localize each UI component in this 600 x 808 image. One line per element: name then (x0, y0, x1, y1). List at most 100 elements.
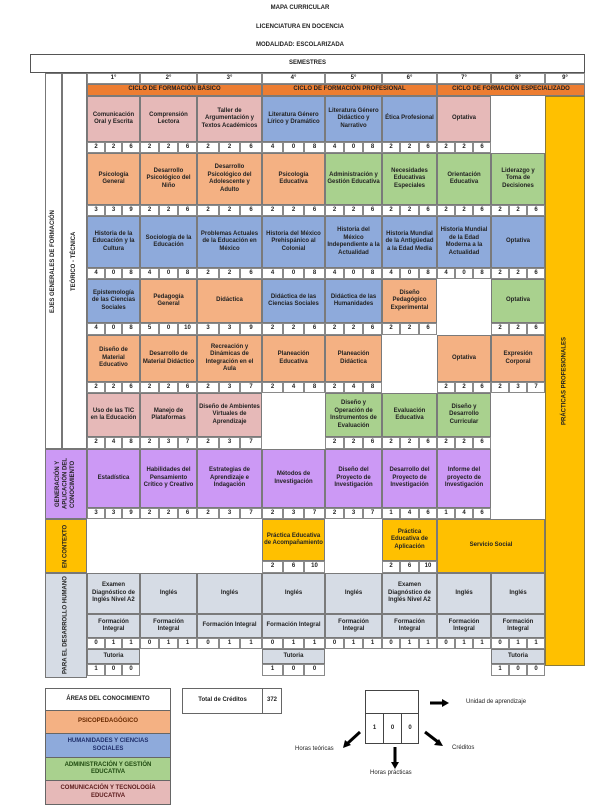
english-course: Examen Diagnóstico de Inglés Nivel A2 (87, 573, 140, 614)
practice-hours: 2 (159, 508, 178, 519)
practice-hours: 1 (455, 638, 473, 649)
theory-hours: 3 (87, 508, 105, 519)
theory-hours: 2 (325, 323, 344, 335)
example-unit-box: 1 0 0 (365, 690, 419, 744)
theory-hours: 1 (491, 664, 509, 676)
theory-hours: 2 (325, 205, 344, 216)
semester-9: 9° (545, 73, 585, 84)
credits: 1 (304, 638, 325, 649)
credits: 6 (473, 205, 491, 216)
english-course: Inglés (437, 573, 491, 614)
credits: 8 (122, 437, 140, 449)
credits: 6 (363, 437, 382, 449)
practice-hours: 2 (219, 205, 240, 216)
theory-hours: 2 (87, 382, 105, 393)
course-cell: Pedagogía General (140, 279, 197, 323)
arrow-right-icon (430, 699, 449, 707)
practice-hours: 0 (159, 268, 178, 279)
arrow-down-right-icon (424, 730, 443, 746)
formacion-integral: Formación Integral (87, 614, 140, 638)
credits: 6 (473, 382, 491, 393)
theory-hours: 4 (262, 268, 283, 279)
practice-hours: 2 (344, 205, 363, 216)
course-cell: Manejo de Plataformas (140, 393, 197, 437)
semester-8: 8° (491, 73, 545, 84)
course-cell: Literatura Género Lírico y Dramático (262, 96, 325, 142)
theory-hours: 5 (140, 323, 159, 335)
theory-hours: 2 (140, 508, 159, 519)
total-credits-label: Total de Créditos (183, 689, 263, 713)
credits: 6 (178, 205, 197, 216)
practice-hours: 0 (283, 664, 304, 676)
contexto-axis-label: EN CONTEXTO (45, 519, 87, 573)
semester-6: 6° (382, 73, 437, 84)
credits: 1 (527, 638, 545, 649)
course-cell: Historia Mundial de la Edad Moderna a la… (437, 216, 491, 268)
credits: 8 (304, 142, 325, 153)
course-cell: Historia del México Independiente a la A… (325, 216, 382, 268)
course-cell: Diseño Pedagógico Experimental (382, 279, 437, 323)
theory-hours: 4 (262, 142, 283, 153)
course-cell: Recreación y Dinámicas de Integración en… (197, 335, 262, 382)
english-course: Inglés (325, 573, 382, 614)
practice-hours: 3 (219, 508, 240, 519)
credits: 9 (122, 205, 140, 216)
credits: 8 (419, 268, 437, 279)
theory-hours: 2 (325, 382, 344, 393)
theory-hours: 2 (197, 268, 219, 279)
formacion-integral: Formación Integral (382, 614, 437, 638)
theory-hours: 2 (382, 561, 400, 573)
course-cell: Informe del proyecto de Investigación (437, 449, 491, 508)
credits: 10 (178, 323, 197, 335)
credits: 6 (527, 268, 545, 279)
theory-hours: 4 (325, 268, 344, 279)
formacion-integral: Formación Integral (262, 614, 325, 638)
theory-hours: 1 (262, 664, 283, 676)
practice-hours: 0 (105, 323, 122, 335)
credits: 8 (304, 268, 325, 279)
practice-hours: 0 (159, 323, 178, 335)
theory-hours: 2 (87, 437, 105, 449)
course-cell: Optativa (437, 335, 491, 382)
practice-hours: 0 (344, 268, 363, 279)
credits: 0 (122, 664, 140, 676)
legend-administracion: ADMINISTRACIÓN Y GESTIÓN EDUCATIVA (46, 758, 170, 781)
practice-hours: 2 (509, 323, 527, 335)
practice-hours: 3 (159, 437, 178, 449)
course-cell: Didáctica de las Humanidades (325, 279, 382, 323)
practice-hours: 2 (509, 268, 527, 279)
theory-hours: 0 (262, 638, 283, 649)
practice-hours: 2 (159, 205, 178, 216)
example-theory-hours: 1 (366, 713, 384, 743)
theory-hours: 4 (140, 268, 159, 279)
credits: 8 (363, 382, 382, 393)
course-cell: Liderazgo y Toma de Decisiones (491, 153, 545, 205)
humano-axis-label: PARA EL DESARROLLO HUMANO (45, 573, 87, 678)
theory-hours: 2 (197, 142, 219, 153)
practice-hours: 2 (344, 437, 363, 449)
practice-hours: 0 (344, 142, 363, 153)
credits: 8 (473, 268, 491, 279)
theory-hours: 3 (197, 323, 219, 335)
practice-hours: 3 (219, 323, 240, 335)
course-cell: Sociología de la Educación (140, 216, 197, 268)
cycle-basico: CICLO DE FORMACIÓN BÁSICO (87, 84, 262, 96)
course-cell: Psicología General (87, 153, 140, 205)
practice-hours: 2 (455, 382, 473, 393)
practice-hours: 1 (400, 638, 419, 649)
theory-hours: 0 (140, 638, 159, 649)
semesters-header: SEMESTRES (30, 54, 585, 73)
legend-humanidades: HUMANIDADES Y CIENCIAS SOCIALES (46, 734, 170, 758)
theory-hours: 4 (382, 268, 400, 279)
practice-hours: 2 (219, 142, 240, 153)
credits: 8 (122, 268, 140, 279)
theory-hours: 0 (197, 638, 219, 649)
course-cell: Ética Profesional (382, 96, 437, 142)
course-cell: Didáctica (197, 279, 262, 323)
teorico-axis-column: TEÓRICO - TÉCNICA (62, 73, 87, 449)
credits: 7 (304, 508, 325, 519)
course-cell: Estrategias de Aprendizaje e Indagación (197, 449, 262, 508)
credits: 10 (419, 561, 437, 573)
theory-hours: 2 (491, 382, 509, 393)
credits: 8 (363, 142, 382, 153)
